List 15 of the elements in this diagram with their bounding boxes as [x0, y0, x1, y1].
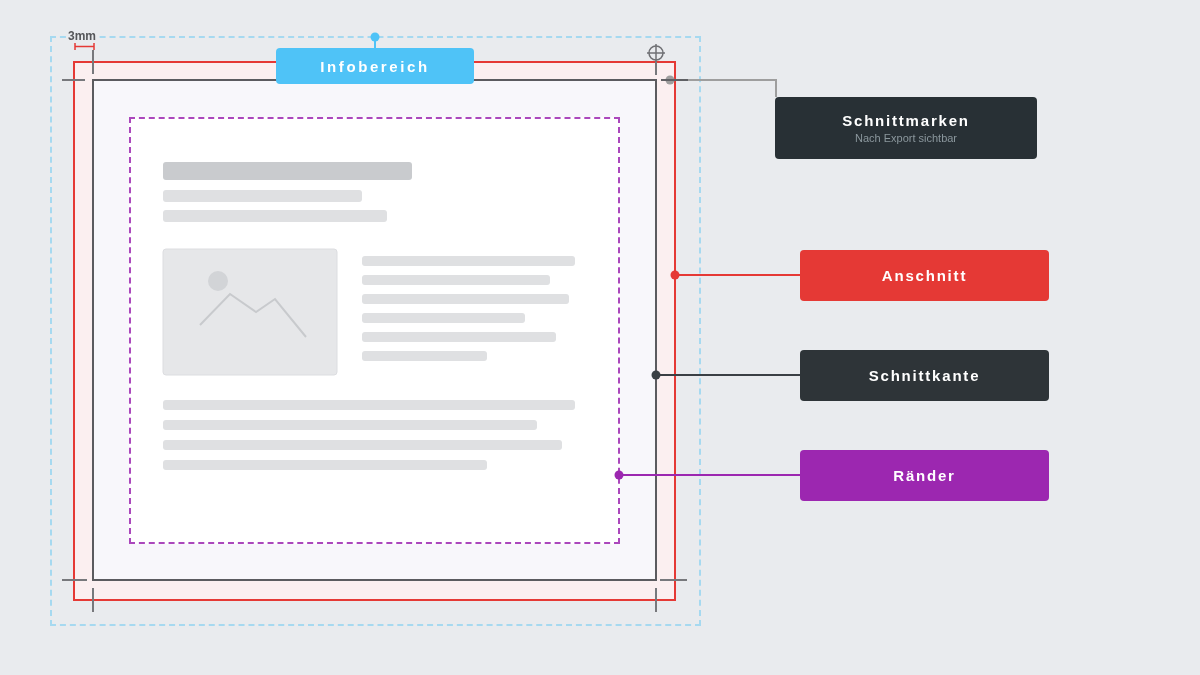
margin-guide-outline: [129, 117, 620, 544]
callout-title: Schnittmarken: [842, 112, 970, 129]
callout-label: Anschnitt: [800, 250, 1049, 301]
dimension-label: 3mm: [67, 29, 97, 43]
callout-subtitle: Nach Export sichtbar: [854, 132, 958, 144]
leader-line: [370, 32, 380, 49]
leader-line: [665, 75, 777, 98]
leader-line: [651, 370, 801, 380]
callout-label: Infobereich: [276, 48, 474, 84]
leader-line: [670, 270, 801, 280]
callout-label: Ränder: [800, 450, 1049, 501]
callout-label: Schnittkante: [800, 350, 1049, 401]
callout-box: [775, 97, 1037, 159]
leader-line: [614, 470, 801, 480]
crop-mark: [661, 79, 688, 81]
